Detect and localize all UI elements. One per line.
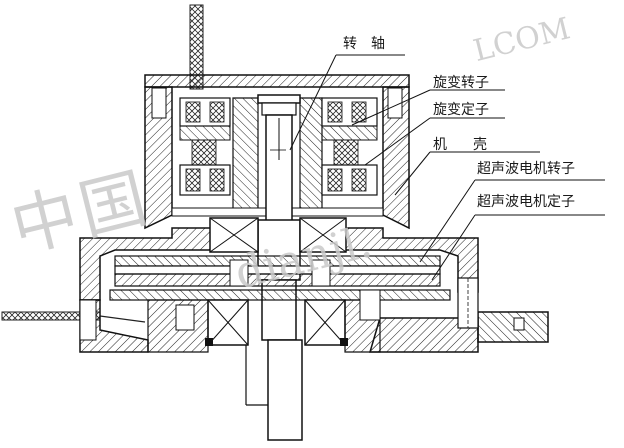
upper-bearing — [209, 217, 347, 253]
label-housing: 机壳 — [433, 137, 513, 153]
housing — [79, 74, 549, 353]
label-ultrasonic-motor-rotor: 超声波电机转子 — [477, 161, 575, 177]
cable-leads — [1, 4, 204, 323]
label-ultrasonic-motor-stator: 超声波电机定子 — [477, 194, 575, 210]
label-resolver-rotor: 旋变转子 — [433, 75, 489, 91]
screws — [79, 87, 403, 341]
top-cable — [189, 4, 204, 90]
label-shaft: 转轴 — [343, 36, 399, 52]
label-resolver-stator: 旋变定子 — [433, 102, 489, 118]
ultrasonic-motor — [109, 255, 451, 301]
lower-bearing — [147, 289, 381, 353]
leader-lines — [289, 54, 605, 281]
